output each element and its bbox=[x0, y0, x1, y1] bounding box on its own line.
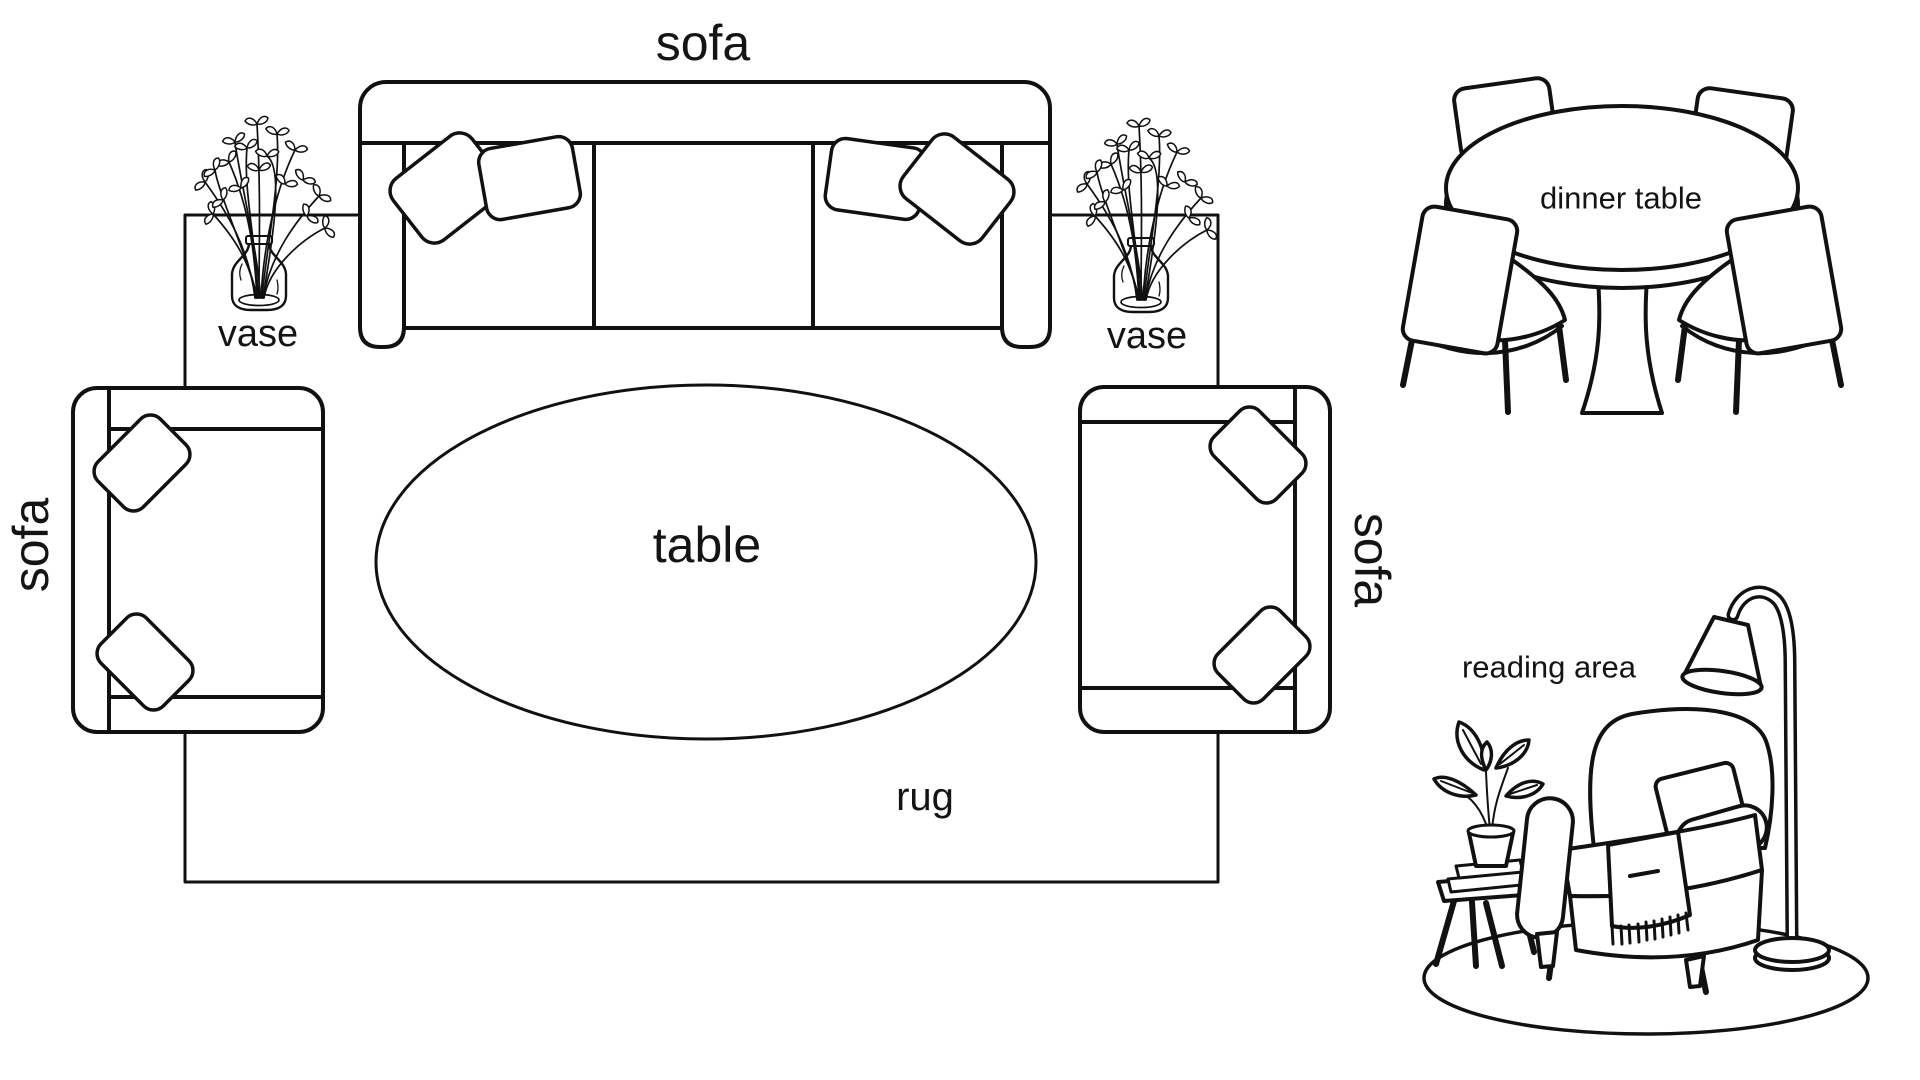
coffee-table bbox=[374, 383, 1038, 741]
vase-with-flowers-icon bbox=[192, 116, 335, 310]
plant-stem bbox=[1491, 767, 1509, 831]
armchair-leg bbox=[1684, 954, 1706, 989]
dining-chair-back bbox=[1724, 204, 1844, 356]
blanket bbox=[1606, 830, 1692, 930]
lamp-shade-rim bbox=[1680, 667, 1764, 697]
floor-lamp bbox=[1680, 585, 1831, 972]
top-sofa bbox=[358, 80, 1052, 349]
leaf-vein bbox=[1509, 784, 1538, 795]
dining-chair-leg bbox=[1675, 315, 1689, 383]
dining-chair-leg bbox=[1555, 315, 1569, 383]
plant-stem bbox=[1485, 771, 1491, 831]
sofa-pillow bbox=[95, 612, 195, 712]
right-sofa bbox=[1078, 385, 1332, 734]
sofa-pillow bbox=[898, 132, 1016, 246]
dining-chair-back bbox=[1400, 204, 1520, 356]
top-sofa-label: sofa bbox=[656, 15, 751, 71]
leaf-vein bbox=[1440, 780, 1473, 794]
coffee-table-top bbox=[374, 383, 1038, 741]
leaf-vein bbox=[1499, 744, 1525, 765]
plant-pot-rim bbox=[1466, 823, 1516, 839]
armchair bbox=[1515, 707, 1775, 995]
blanket-stitch bbox=[1628, 869, 1660, 878]
lamp-pole-inner bbox=[1730, 589, 1795, 943]
dining-chair-leg bbox=[1502, 337, 1511, 415]
sofa-pillow bbox=[1208, 405, 1308, 505]
reading-area bbox=[1422, 585, 1870, 1036]
armchair-leg bbox=[1535, 930, 1559, 969]
dinner-table-top bbox=[1444, 104, 1800, 272]
right-vase-label: vase bbox=[1107, 315, 1187, 357]
reading-area-label: reading area bbox=[1462, 650, 1637, 685]
dinner-table-set bbox=[1400, 76, 1844, 415]
coffee-table-label: table bbox=[653, 517, 761, 573]
potted-plant bbox=[1432, 720, 1545, 868]
left-sofa-label: sofa bbox=[3, 498, 59, 593]
lamp-base bbox=[1753, 936, 1831, 964]
dining-chair bbox=[1675, 204, 1844, 415]
left-sofa bbox=[71, 386, 325, 734]
plant-leaf bbox=[1479, 740, 1494, 772]
dining-chair-leg bbox=[1733, 337, 1742, 415]
armchair-left-arm bbox=[1515, 796, 1575, 940]
dinner-table-label: dinner table bbox=[1540, 181, 1702, 216]
leaf-vein bbox=[1462, 729, 1482, 765]
sofa-pillow bbox=[1212, 605, 1312, 705]
sofa-pillow bbox=[476, 134, 583, 222]
stool-leg bbox=[1433, 898, 1457, 967]
rug-label: rug bbox=[896, 775, 954, 819]
top-sofa-right-arm bbox=[1000, 141, 1052, 349]
right-sofa-label: sofa bbox=[1344, 513, 1400, 608]
left-vase-label: vase bbox=[218, 313, 298, 355]
side-stool bbox=[1433, 858, 1538, 969]
stool-leg bbox=[1469, 899, 1479, 969]
stool-leg bbox=[1483, 900, 1505, 969]
dining-chair bbox=[1400, 204, 1569, 415]
sofa-pillow bbox=[92, 413, 192, 513]
blanket-fringe bbox=[1610, 911, 1690, 946]
left-vase bbox=[192, 116, 335, 310]
top-sofa-left-arm bbox=[358, 141, 406, 349]
right-sofa-frame bbox=[1078, 385, 1332, 734]
dinner-table-pedestal bbox=[1580, 266, 1664, 415]
